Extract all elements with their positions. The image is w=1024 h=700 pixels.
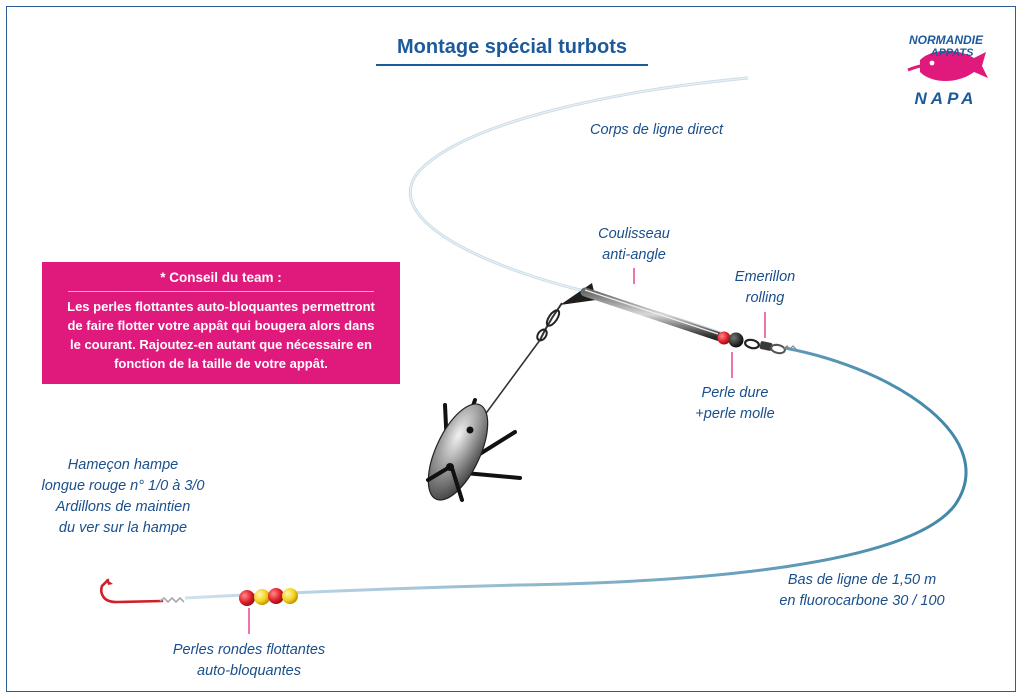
conseil-line: de faire flotter votre appât qui bougera… xyxy=(67,318,375,333)
label-coulisseau-line2: anti-angle xyxy=(602,247,666,263)
page-frame xyxy=(6,6,1016,692)
conseil-box: * Conseil du team : Les perles flottante… xyxy=(42,262,400,384)
label-emerillon-line2: rolling xyxy=(745,290,785,306)
label-hamecon-line3: Ardillons de maintien xyxy=(55,499,191,515)
conseil-body: Les perles flottantes auto-bloquantes pe… xyxy=(42,297,400,373)
long-shank-hook xyxy=(100,578,185,604)
logo-line2: APPATS xyxy=(930,47,975,59)
label-coulisseau: Coulisseau anti-angle xyxy=(586,224,682,266)
logo-line3: NAPA xyxy=(915,89,978,108)
label-emerillon-line1: Emerillon xyxy=(734,269,796,285)
normandie-appats-logo: NORMANDIE APPATS NAPA xyxy=(898,30,994,110)
label-perle-line2: +perle molle xyxy=(695,406,775,422)
label-bas-line2: en fluorocarbone 30 / 100 xyxy=(779,593,945,609)
conseil-line: Les perles flottantes auto-bloquantes pe… xyxy=(67,299,375,314)
rolling-swivel xyxy=(744,338,797,355)
label-emerillon: Emerillon rolling xyxy=(720,267,810,309)
label-hamecon-line1: Hameçon hampe xyxy=(67,457,179,473)
grapnel-lead xyxy=(426,398,522,502)
hard-bead xyxy=(717,331,731,345)
conseil-title: * Conseil du team : xyxy=(160,270,282,285)
label-hamecon-line2: longue rouge n° 1/0 à 3/0 xyxy=(41,478,205,494)
label-corps-de-ligne: Corps de ligne direct xyxy=(590,122,723,138)
title-underline xyxy=(376,64,648,66)
label-bas-line1: Bas de ligne de 1,50 m xyxy=(787,572,937,588)
label-perles-rondes: Perles rondes flottantes auto-bloquantes xyxy=(160,640,338,682)
float-bead-yellow-2 xyxy=(282,588,298,604)
logo-line1: NORMANDIE xyxy=(909,33,984,47)
conseil-divider xyxy=(68,291,374,292)
leader-line xyxy=(184,346,968,600)
conseil-line: le courant. Rajoutez-en autant que néces… xyxy=(70,337,372,352)
label-hamecon: Hameçon hampe longue rouge n° 1/0 à 3/0 … xyxy=(18,455,228,539)
float-bead-red-1 xyxy=(239,590,255,606)
label-perles-rondes-line1: Perles rondes flottantes xyxy=(172,642,326,658)
diagram-title: Montage spécial turbots xyxy=(396,36,628,58)
label-coulisseau-line1: Coulisseau xyxy=(598,226,670,242)
label-perle-line1: Perle dure xyxy=(701,385,769,401)
label-hamecon-line4: du ver sur la hampe xyxy=(58,520,188,536)
label-perles-rondes-line2: auto-bloquantes xyxy=(197,663,301,679)
coulisseau-boom xyxy=(469,283,725,436)
float-bead-yellow-1 xyxy=(254,589,270,605)
float-bead-red-2 xyxy=(268,588,284,604)
soft-bead xyxy=(728,332,744,348)
label-perles: Perle dure +perle molle xyxy=(680,383,790,425)
label-bas-de-ligne: Bas de ligne de 1,50 m en fluorocarbone … xyxy=(764,570,960,612)
conseil-line: fonction de la taille de votre appât. xyxy=(114,356,328,371)
